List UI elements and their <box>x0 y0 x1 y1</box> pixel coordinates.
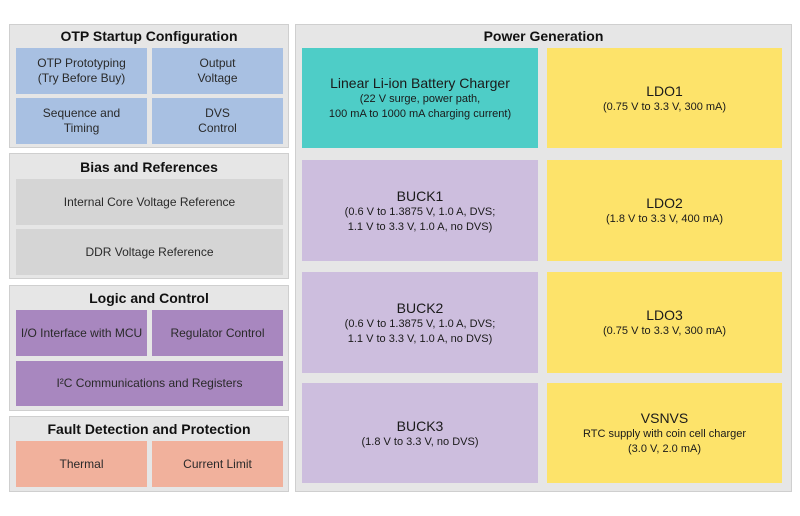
sequence-timing-line1: Sequence and <box>42 106 121 120</box>
otp-prototyping-line1: OTP Prototyping <box>37 56 126 70</box>
internal-core-voltage-reference-block: Internal Core Voltage Reference <box>16 179 283 225</box>
dvs-control-line1: DVS <box>205 106 230 120</box>
vsnvs-title: VSNVS <box>640 410 689 426</box>
i2c-communications-registers-block: I²C Communications and Registers <box>16 361 283 406</box>
buck2-block: BUCK2 (0.6 V to 1.3875 V, 1.0 A, DVS; 1.… <box>302 272 538 373</box>
power-generation-section: Power Generation Linear Li-ion Battery C… <box>295 24 792 492</box>
output-voltage-line2: Voltage <box>197 71 238 85</box>
otp-prototyping-block: OTP Prototyping (Try Before Buy) <box>16 48 147 94</box>
battery-charger-desc2: 100 mA to 1000 mA charging current) <box>328 108 512 120</box>
ldo1-desc: (0.75 V to 3.3 V, 300 mA) <box>602 100 727 113</box>
logic-section-title: Logic and Control <box>89 290 209 306</box>
battery-charger-block: Linear Li-ion Battery Charger (22 V surg… <box>302 48 538 148</box>
fault-detection-protection-section: Fault Detection and Protection Thermal C… <box>9 416 289 492</box>
otp-startup-configuration-section: OTP Startup Configuration OTP Prototypin… <box>9 24 289 148</box>
logic-control-section: Logic and Control I/O Interface with MCU… <box>9 285 289 411</box>
dvs-control-block: DVS Control <box>152 98 283 144</box>
buck3-desc: (1.8 V to 3.3 V, no DVS) <box>361 435 479 448</box>
ldo2-desc: (1.8 V to 3.3 V, 400 mA) <box>606 213 723 225</box>
vsnvs-desc1: RTC supply with coin cell charger <box>582 428 747 440</box>
dvs-control-line2: Control <box>198 121 237 135</box>
ldo3-desc: (0.75 V to 3.3 V, 300 mA) <box>602 325 727 337</box>
sequence-timing-block: Sequence and Timing <box>16 98 147 144</box>
buck2-desc2: 1.1 V to 3.3 V, 1.0 A, no DVS) <box>347 332 493 345</box>
power-section-title: Power Generation <box>483 28 604 44</box>
buck1-desc1: (0.6 V to 1.3875 V, 1.0 A, DVS; <box>344 205 496 218</box>
vsnvs-desc2: (3.0 V, 2.0 mA) <box>628 443 701 455</box>
ddr-voltage-reference-block: DDR Voltage Reference <box>16 229 283 275</box>
buck1-desc2: 1.1 V to 3.3 V, 1.0 A, no DVS) <box>347 220 493 233</box>
buck3-block: BUCK3 (1.8 V to 3.3 V, no DVS) <box>302 383 538 483</box>
output-voltage-line1: Output <box>199 56 236 70</box>
bias-section-title: Bias and References <box>80 159 218 175</box>
bias-references-section: Bias and References Internal Core Voltag… <box>9 153 289 279</box>
buck2-desc1: (0.6 V to 1.3875 V, 1.0 A, DVS; <box>344 317 496 330</box>
ldo1-block: LDO1 (0.75 V to 3.3 V, 300 mA) <box>547 48 782 148</box>
vsnvs-block: VSNVS RTC supply with coin cell charger … <box>547 383 782 483</box>
fault-section-title: Fault Detection and Protection <box>47 421 251 437</box>
io-interface-mcu-block: I/O Interface with MCU <box>16 310 147 356</box>
buck3-title: BUCK3 <box>396 417 444 434</box>
otp-prototyping-line2: (Try Before Buy) <box>37 71 126 85</box>
regulator-control-block: Regulator Control <box>152 310 283 356</box>
otp-section-title: OTP Startup Configuration <box>60 28 238 44</box>
battery-charger-desc1: (22 V surge, power path, <box>359 93 481 105</box>
ldo3-title: LDO3 <box>646 307 683 323</box>
output-voltage-block: Output Voltage <box>152 48 283 94</box>
sequence-timing-line2: Timing <box>63 121 100 135</box>
ldo2-block: LDO2 (1.8 V to 3.3 V, 400 mA) <box>547 160 782 261</box>
thermal-block: Thermal <box>16 441 147 487</box>
buck2-title: BUCK2 <box>396 299 444 316</box>
current-limit-block: Current Limit <box>152 441 283 487</box>
battery-charger-title: Linear Li-ion Battery Charger <box>330 75 510 91</box>
ldo1-title: LDO1 <box>646 82 683 99</box>
buck1-block: BUCK1 (0.6 V to 1.3875 V, 1.0 A, DVS; 1.… <box>302 160 538 261</box>
ldo3-block: LDO3 (0.75 V to 3.3 V, 300 mA) <box>547 272 782 373</box>
buck1-title: BUCK1 <box>396 187 444 204</box>
ldo2-title: LDO2 <box>646 195 683 211</box>
